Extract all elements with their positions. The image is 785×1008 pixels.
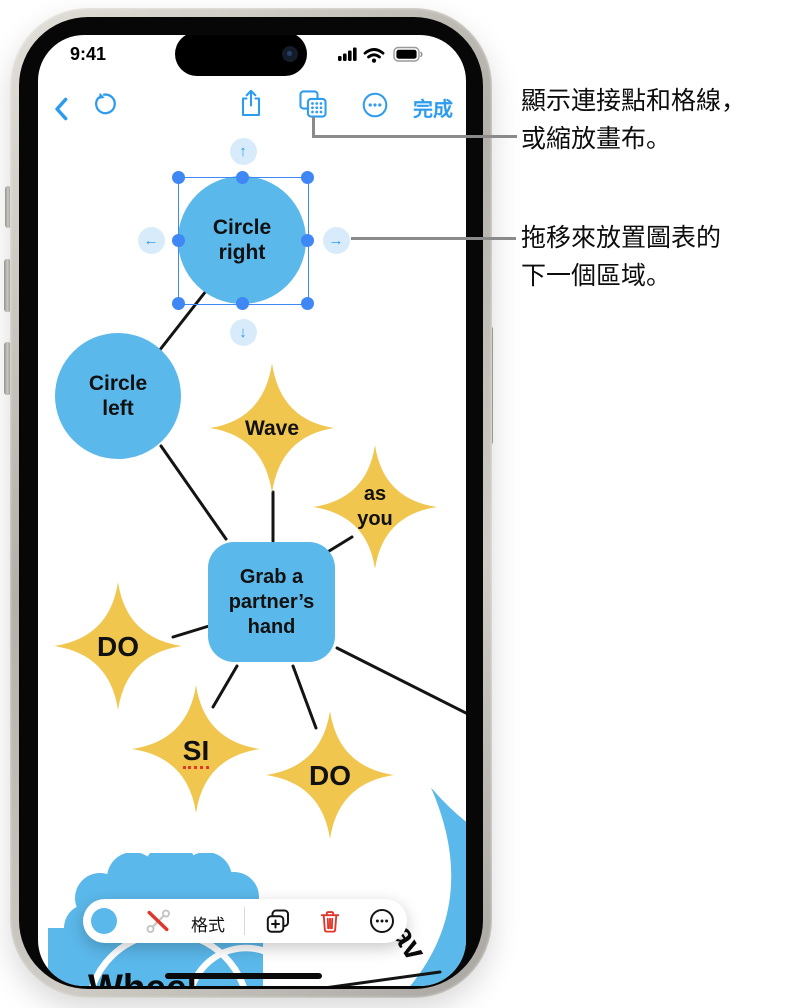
connection-line (327, 970, 442, 986)
more-icon (370, 909, 394, 933)
connection-line (171, 624, 211, 639)
selection-handle[interactable] (171, 233, 185, 247)
back-icon (55, 97, 68, 121)
selection-box[interactable] (178, 177, 309, 305)
nudge-down-button[interactable]: ↓ (229, 318, 257, 346)
nudge-right-button[interactable]: → (322, 226, 350, 254)
connection-lines (157, 289, 466, 730)
toolbar-divider (244, 907, 245, 935)
color-swatch[interactable] (91, 908, 117, 934)
share-icon (241, 89, 261, 117)
selection-handle[interactable] (171, 170, 185, 184)
selection-handle[interactable] (171, 296, 185, 310)
context-toolbar: 格式 (83, 899, 407, 943)
back-button[interactable] (50, 95, 72, 123)
status-time: 9:41 (69, 44, 107, 64)
duplicate-button[interactable] (265, 908, 291, 934)
done-button[interactable]: 完成 (413, 99, 453, 121)
callout-line-1 (311, 135, 517, 138)
nudge-up-button[interactable]: ↑ (229, 137, 257, 165)
selection-handle[interactable] (236, 170, 249, 184)
wifi-icon (363, 48, 385, 59)
scissors-icon (146, 909, 170, 933)
shape-rect-grab[interactable] (208, 542, 335, 662)
delete-button[interactable] (317, 908, 343, 934)
undo-icon (95, 92, 116, 115)
more-actions-button[interactable] (369, 908, 395, 934)
nudge-left-button[interactable]: ← (137, 226, 165, 254)
shape-circle-right[interactable] (178, 176, 306, 304)
connection-line (291, 664, 318, 730)
connection-line (211, 664, 239, 709)
callout-line-1 (311, 117, 315, 138)
annotation-drag: 拖移來放置圖表的 下一個區域。 (521, 224, 722, 290)
status-icons (338, 46, 423, 63)
selection-handle[interactable] (300, 170, 314, 184)
connection-lines-front (327, 970, 442, 986)
share-button[interactable] (236, 87, 266, 119)
callout-line-2 (351, 237, 516, 240)
screen: 9:41 (38, 35, 466, 986)
dynamic-island (175, 35, 307, 76)
grid-canvas-icon (299, 90, 327, 118)
shape-circle-left[interactable] (55, 333, 181, 459)
connection-line (335, 646, 466, 715)
selection-handle[interactable] (300, 296, 314, 310)
camera-icon (282, 46, 298, 62)
connection-line (157, 289, 208, 353)
volume-down-button[interactable] (4, 342, 11, 395)
cut-button[interactable] (145, 908, 171, 934)
annotation-grid: 顯示連接點和格線， 或縮放畫布。 (521, 87, 747, 153)
more-icon (362, 92, 388, 118)
battery-icon (393, 46, 423, 62)
wifi-dot (371, 58, 377, 63)
wheel-shape-label: Wheel (88, 967, 197, 986)
selection-handle[interactable] (236, 296, 249, 310)
signal-icon (338, 47, 357, 61)
undo-button[interactable] (90, 90, 118, 118)
trash-icon (320, 911, 340, 933)
volume-up-button[interactable] (4, 259, 11, 312)
duplicate-icon (266, 909, 289, 933)
connection-line (159, 444, 228, 541)
more-button[interactable] (361, 91, 389, 119)
format-button[interactable]: 格式 (191, 916, 225, 935)
home-indicator[interactable] (165, 973, 322, 979)
action-button[interactable] (5, 186, 11, 228)
grid-canvas-button[interactable] (298, 89, 328, 119)
selection-handle[interactable] (300, 233, 314, 247)
